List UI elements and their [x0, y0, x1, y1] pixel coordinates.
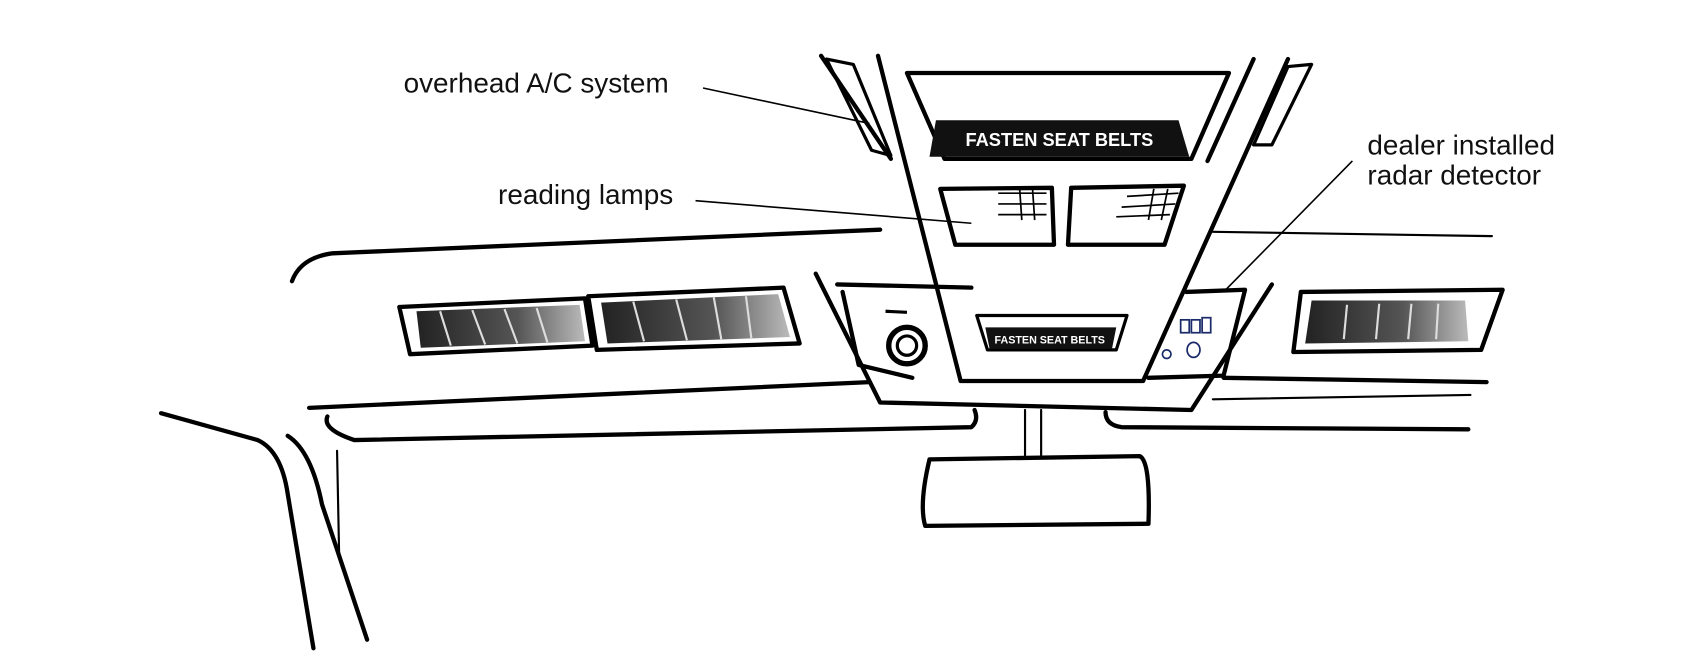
overhead-ac-vent: [824, 57, 1314, 158]
fasten-seat-belts-sign-large: FASTEN SEAT BELTS: [929, 120, 1190, 157]
label-radar-line2: radar detector: [1367, 160, 1541, 191]
sign-large-text: FASTEN SEAT BELTS: [965, 129, 1153, 150]
side-vent-left: [397, 285, 802, 357]
leader-lines: [695, 87, 1353, 293]
rearview-mirror: [920, 454, 1151, 529]
fasten-seat-belts-sign-small: FASTEN SEAT BELTS: [975, 313, 1129, 352]
label-overhead-ac: overhead A/C system: [404, 67, 669, 98]
reading-lamps: [938, 183, 1187, 247]
label-radar-line1: dealer installed: [1367, 130, 1555, 161]
sign-small-text: FASTEN SEAT BELTS: [995, 334, 1105, 346]
control-knob: [885, 309, 928, 367]
headliner-lines: [158, 227, 1493, 651]
side-vent-right: [1291, 287, 1505, 355]
overhead-console: [813, 53, 1291, 458]
radar-detector: [1161, 316, 1212, 360]
label-reading-lamps: reading lamps: [498, 179, 673, 210]
